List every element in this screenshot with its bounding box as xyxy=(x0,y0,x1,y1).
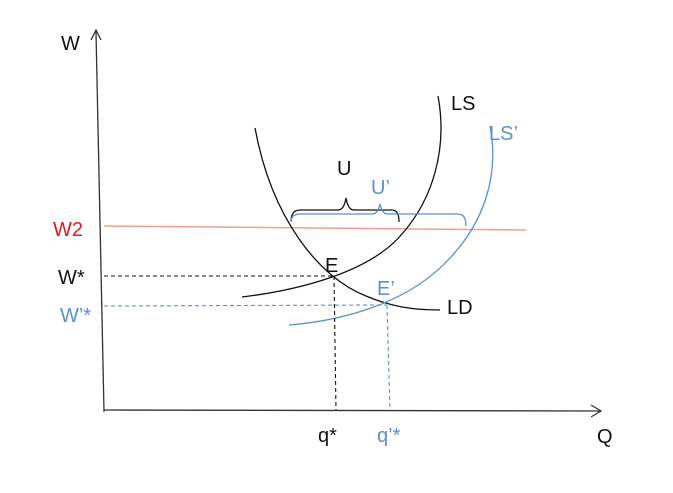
x-axis-label: Q xyxy=(597,426,613,448)
y-axis-arrow xyxy=(90,28,102,41)
e-label: E xyxy=(325,255,338,277)
w2-line xyxy=(103,225,527,231)
ld-curve xyxy=(254,127,441,311)
x-axis-line xyxy=(103,409,601,412)
axes xyxy=(90,28,603,418)
q-star-label: q* xyxy=(318,425,337,447)
w-prime-star-label: W’* xyxy=(60,305,91,327)
ls-curve xyxy=(241,95,442,298)
y-axis-line xyxy=(95,31,105,413)
ls-label: LS xyxy=(451,93,475,115)
w2-label: W2 xyxy=(53,219,83,241)
u-label: U xyxy=(337,158,351,180)
u-brace xyxy=(290,197,400,223)
u-prime-label: U’ xyxy=(371,177,390,199)
ls-prime-curve xyxy=(288,125,494,326)
x-axis-arrow xyxy=(590,404,603,418)
e-prime-label: E’ xyxy=(377,278,395,300)
y-axis-label: W xyxy=(61,33,80,55)
ls-prime-label: LS’ xyxy=(489,123,518,145)
w-prime-star-guide xyxy=(103,304,388,307)
ld-label: LD xyxy=(447,297,473,319)
w-star-label: W* xyxy=(58,267,85,289)
q-prime-star-label: q’* xyxy=(377,425,401,447)
u-prime-brace xyxy=(290,203,467,227)
q-star-guide xyxy=(333,275,337,411)
q-prime-star-guide xyxy=(386,304,391,411)
